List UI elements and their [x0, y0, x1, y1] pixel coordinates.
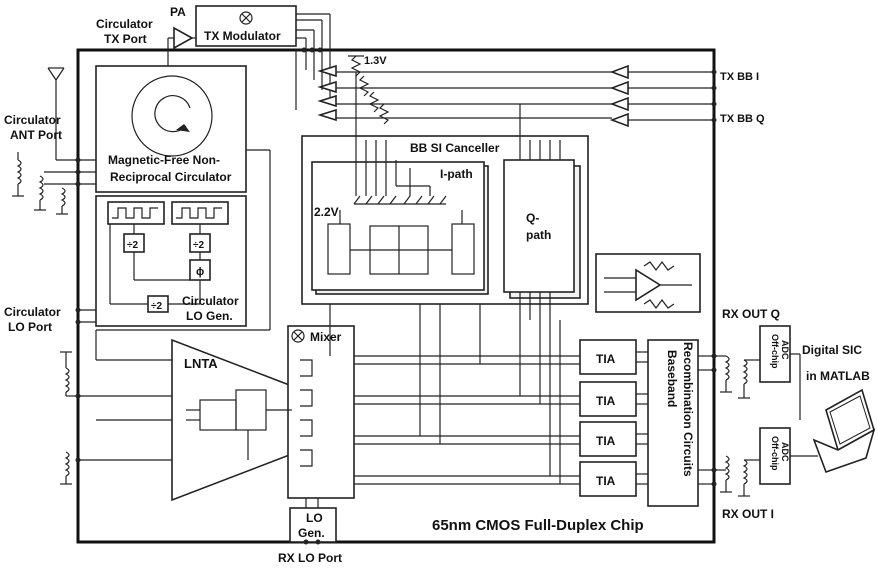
- bb-si-canceller-label: BB SI Canceller: [410, 141, 500, 155]
- circulator-block-label-1: Magnetic-Free Non-: [108, 153, 220, 167]
- circ-ant-label-1: Circulator: [4, 113, 61, 127]
- mixer-label: Mixer: [310, 330, 342, 344]
- pa-label: PA: [170, 5, 186, 19]
- circ-tx-label-1: Circulator: [96, 17, 153, 31]
- v13-label: 1.3V: [364, 55, 387, 67]
- tia-1-label: TIA: [596, 352, 616, 366]
- chip-label: 65nm CMOS Full-Duplex Chip: [432, 517, 644, 534]
- laptop-icon: [814, 390, 874, 472]
- v22-label: 2.2V: [314, 205, 339, 219]
- q-path-label-1: Q-: [526, 211, 539, 225]
- tx-bb-i-label: TX BB I: [720, 71, 759, 83]
- i-path-label: I-path: [440, 167, 473, 181]
- div2-c-label: ÷2: [151, 301, 162, 312]
- bbrc-label-2: Recombination Circuits: [681, 342, 695, 477]
- tia-2-label: TIA: [596, 394, 616, 408]
- adc-i-label-1: Off-chip: [770, 436, 780, 471]
- circ-tx-label-2: TX Port: [104, 32, 147, 46]
- lo-gen-label-2: Gen.: [298, 526, 325, 540]
- digital-sic-label-1: Digital SIC: [802, 343, 862, 357]
- tia-4-label: TIA: [596, 474, 616, 488]
- tx-bb-q-label: TX BB Q: [720, 113, 765, 125]
- rx-lo-port-label: RX LO Port: [278, 551, 342, 565]
- circ-lo-gen-label-2: LO Gen.: [186, 309, 233, 323]
- rx-out-q-label: RX OUT Q: [722, 307, 780, 321]
- circ-lo-port-label-2: LO Port: [8, 320, 52, 334]
- tx-modulator-label: TX Modulator: [204, 29, 281, 43]
- lo-gen-label-1: LO: [306, 511, 323, 525]
- circ-lo-port-label-1: Circulator: [4, 305, 61, 319]
- pa-icon: [174, 28, 192, 48]
- q-path-label-2: path: [526, 228, 551, 242]
- adc-i-label-2: ADC: [780, 442, 790, 462]
- circ-ant-label-2: ANT Port: [10, 128, 62, 142]
- div2-b-label: ÷2: [193, 240, 204, 251]
- digital-sic-label-2: in MATLAB: [806, 369, 870, 383]
- div2-a-label: ÷2: [127, 240, 138, 251]
- phi-label: ϕ: [196, 266, 204, 278]
- bbrc-label-1: Baseband: [665, 350, 679, 407]
- circ-lo-gen-label-1: Circulator: [182, 294, 239, 308]
- circulator-block-label-2: Reciprocal Circulator: [110, 170, 232, 184]
- mixer-block: [288, 326, 354, 498]
- rx-out-i-label: RX OUT I: [722, 507, 774, 521]
- adc-q-label-2: ADC: [780, 340, 790, 360]
- lnta-label: LNTA: [184, 356, 218, 371]
- tia-3-label: TIA: [596, 434, 616, 448]
- adc-q-label-1: Off-chip: [770, 334, 780, 369]
